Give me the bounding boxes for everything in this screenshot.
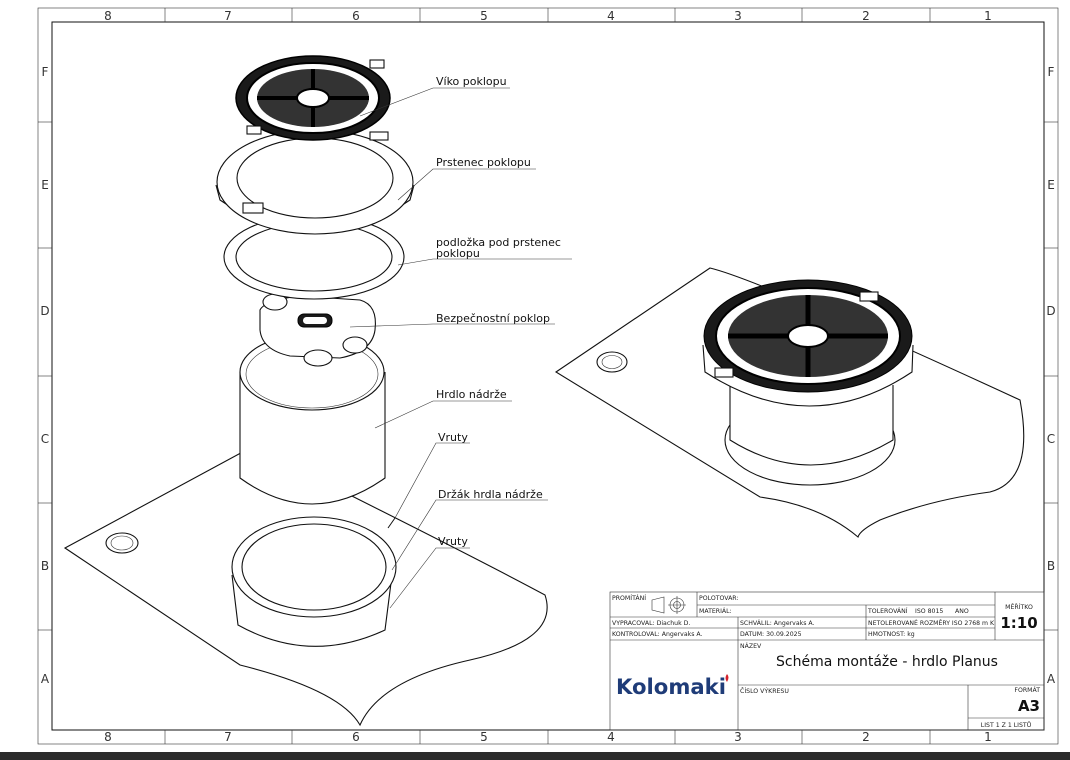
callouts: Víko poklopu Prstenec poklopu podložka p…	[349, 75, 572, 609]
callout-screws-2: Vruty	[389, 535, 470, 609]
zone-col-4: 4	[607, 9, 615, 23]
callout-screws-1: Vruty	[394, 431, 470, 519]
zone-row-e: E	[41, 178, 49, 192]
exploded-view	[63, 55, 548, 727]
zone-col-3-bottom: 3	[734, 730, 742, 744]
blank-label: POLOTOVAR:	[699, 595, 739, 602]
projection-symbol-icon	[651, 596, 686, 614]
callout-safety-cover: Bezpečnostní poklop	[349, 312, 555, 328]
zone-row-f: F	[42, 65, 49, 79]
zone-col-2: 2	[862, 9, 870, 23]
svg-text:Vruty: Vruty	[438, 535, 468, 548]
svg-text:Držák hrdla nádrže: Držák hrdla nádrže	[438, 488, 543, 501]
zone-col-8: 8	[104, 9, 112, 23]
svg-text:Prstenec poklopu: Prstenec poklopu	[436, 156, 531, 169]
svg-text:Víko poklopu: Víko poklopu	[436, 75, 507, 88]
scale-value: 1:10	[1000, 614, 1037, 632]
date: DATUM: 30.09.2025	[740, 631, 802, 638]
title-label: NÁZEV	[740, 641, 762, 650]
weight: HMOTNOST: kg	[868, 631, 915, 638]
callout-gasket: podložka pod prstenec poklopu	[397, 236, 572, 266]
zone-col-7: 7	[224, 9, 232, 23]
bottom-bar	[0, 752, 1070, 760]
zone-row-b: B	[41, 559, 49, 573]
zone-row-c-right: C	[1047, 432, 1055, 446]
zone-row-d: D	[40, 304, 49, 318]
drawn-by: VYPRACOVAL: Diachuk D.	[612, 620, 690, 627]
zone-col-8-bottom: 8	[104, 730, 112, 744]
zone-labels: 8 7 6 5 4 3 2 1 8 7 6 5 4 3 2 1 F E D C …	[40, 9, 1056, 744]
callout-lid: Víko poklopu	[359, 75, 510, 117]
scale-label: MĚŘÍTKO	[1005, 602, 1033, 611]
safety-cover	[259, 293, 376, 367]
zone-col-1: 1	[984, 9, 992, 23]
cover-ring	[215, 129, 415, 235]
zone-row-e-right: E	[1047, 178, 1055, 192]
zone-col-1-bottom: 1	[984, 730, 992, 744]
zone-col-5-bottom: 5	[480, 730, 488, 744]
assembled-view	[554, 267, 1025, 538]
zone-col-5: 5	[480, 9, 488, 23]
checked-by: KONTROLOVAL: Angervaks A.	[612, 631, 703, 638]
svg-text:poklopu: poklopu	[436, 247, 480, 260]
callout-neck-holder: Držák hrdla nádrže	[391, 488, 548, 571]
kolomaki-logo: Kolomaki	[616, 674, 729, 699]
svg-text:Vruty: Vruty	[438, 431, 468, 444]
zone-col-6-bottom: 6	[352, 730, 360, 744]
zone-col-2-bottom: 2	[862, 730, 870, 744]
zone-col-6: 6	[352, 9, 360, 23]
zone-ticks	[38, 8, 1058, 744]
format-value: A3	[1018, 697, 1040, 715]
drawing-number-label: ČÍSLO VÝKRESU	[740, 686, 789, 695]
tolerance-label: TOLEROVÁNÍ	[867, 606, 908, 615]
callout-tank-neck: Hrdlo nádrže	[374, 388, 512, 429]
sheet-count: LIST 1 Z 1 LISTŮ	[981, 720, 1031, 729]
zone-row-a: A	[41, 672, 50, 686]
gasket	[223, 214, 405, 300]
zone-row-d-right: D	[1046, 304, 1055, 318]
tolerance-value: ANO	[955, 608, 969, 615]
screw	[387, 517, 396, 529]
zone-row-c: C	[41, 432, 49, 446]
svg-text:Bezpečnostní poklop: Bezpečnostní poklop	[436, 312, 550, 325]
format-label: FORMÁT	[1014, 685, 1040, 694]
drawing-title: Schéma montáže - hrdlo Planus	[776, 654, 998, 670]
zone-row-f-right: F	[1048, 65, 1055, 79]
callout-cover-ring: Prstenec poklopu	[397, 156, 536, 201]
zone-row-b-right: B	[1047, 559, 1055, 573]
svg-text:Kolomaki: Kolomaki	[616, 675, 726, 699]
zone-row-a-right: A	[1047, 672, 1056, 686]
approved-by: SCHVÁLIL: Angervaks A.	[740, 618, 815, 627]
title-block: PROMÍTÁNÍ POLOTOVAR: MATERIÁL: TOLEROVÁN…	[609, 591, 1045, 731]
projection-label: PROMÍTÁNÍ	[612, 593, 646, 602]
lid	[235, 55, 391, 141]
material-label: MATERIÁL:	[699, 606, 732, 615]
neck-holder	[231, 516, 397, 647]
general-tolerances: NETOLEROVANÉ ROZMĚRY ISO 2768 m K	[868, 618, 995, 627]
tolerance-standard: ISO 8015	[915, 608, 943, 615]
zone-col-4-bottom: 4	[607, 730, 615, 744]
zone-col-3: 3	[734, 9, 742, 23]
svg-text:Hrdlo nádrže: Hrdlo nádrže	[436, 388, 507, 401]
svg-text:podložka pod prstenec: podložka pod prstenec	[436, 236, 561, 249]
zone-col-7-bottom: 7	[224, 730, 232, 744]
